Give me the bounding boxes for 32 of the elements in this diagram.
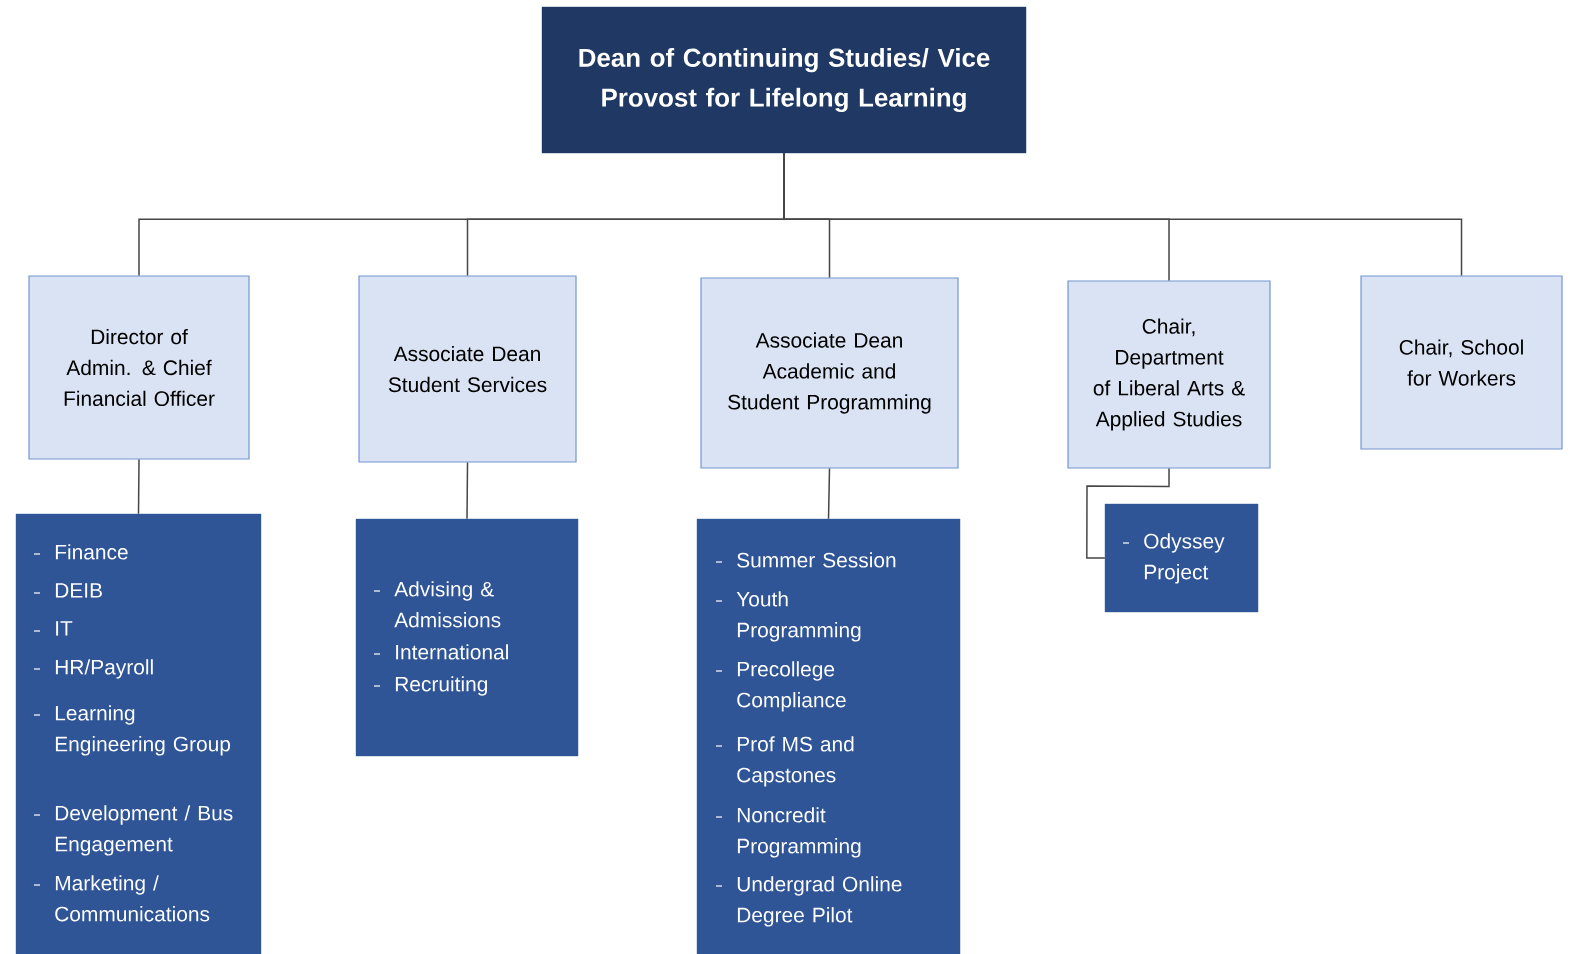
connector-line	[1086, 467, 1170, 559]
role-box: Chair, School for Workers	[1360, 275, 1563, 450]
list-item: Noncredit Programming	[737, 807, 861, 858]
list-box	[355, 518, 579, 757]
list-item: International	[396, 644, 508, 660]
connector-line	[466, 461, 469, 520]
list-item: Odyssey Project	[1144, 533, 1225, 584]
title-box: Dean of Continuing Studies/ Vice Provost for Lifelong Learning	[541, 6, 1027, 154]
list-item: Marketing / Communications	[55, 875, 210, 922]
list-item: Summer Session	[737, 552, 896, 568]
connector-line	[137, 458, 140, 515]
list-box	[15, 513, 262, 954]
list-item: Youth Programming	[736, 591, 861, 642]
role-box: Associate Dean Student Services	[358, 275, 577, 463]
list-box	[1104, 503, 1259, 613]
list-item: DEIB	[55, 583, 102, 598]
connector-line	[783, 152, 1463, 277]
list-item: Advising & Admissions	[394, 581, 501, 628]
list-item: HR/Payroll	[55, 659, 153, 679]
list-item: Recruiting	[395, 676, 487, 696]
list-item: Learning Engineering Group	[55, 705, 231, 756]
role-box: Director of Admin. & Chief Financial Officer	[28, 275, 250, 460]
list-item: Finance	[55, 544, 128, 560]
list-item: Precollege Compliance	[737, 661, 846, 712]
connector-line	[827, 467, 831, 520]
list-item: IT	[56, 621, 73, 636]
list-item: Development / Bus Engagement	[55, 805, 233, 856]
role-box: Chair, Department of Liberal Arts & Applied Studies	[1067, 280, 1271, 469]
list-item: Undergrad Online Degree Pilot	[737, 876, 902, 927]
role-box: Associate Dean Academic and Student Programming	[700, 277, 959, 469]
list-box	[696, 518, 961, 954]
list-item: Prof MS and Capstones	[737, 736, 854, 787]
